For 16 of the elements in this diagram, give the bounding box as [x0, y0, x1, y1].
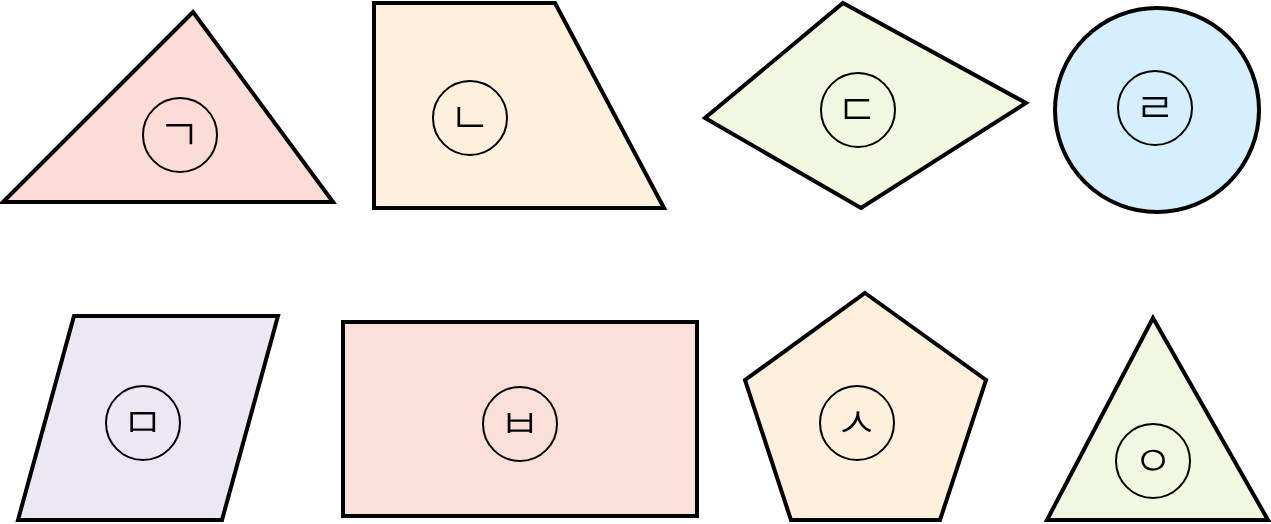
circled-letter: ㅇ	[1115, 423, 1191, 499]
circled-letter: ㄴ	[432, 80, 508, 156]
trapezoid-shape	[372, 1, 666, 210]
circled-letter: ㄱ	[142, 97, 218, 173]
pentagon-shape	[743, 291, 988, 522]
rectangle-shape	[341, 320, 699, 518]
circled-letter: ㄹ	[1117, 70, 1193, 146]
circled-letter: ㅁ	[105, 385, 181, 461]
triangle-shape	[1045, 316, 1270, 522]
parallelogram-shape	[16, 314, 280, 522]
circled-letter: ㄷ	[820, 72, 896, 148]
circle-shape	[1053, 6, 1261, 214]
circled-letter: ㅂ	[482, 386, 558, 462]
circled-letter: ㅅ	[819, 385, 895, 461]
rhombus-shape	[703, 1, 1028, 210]
triangle-shape	[1, 10, 335, 204]
